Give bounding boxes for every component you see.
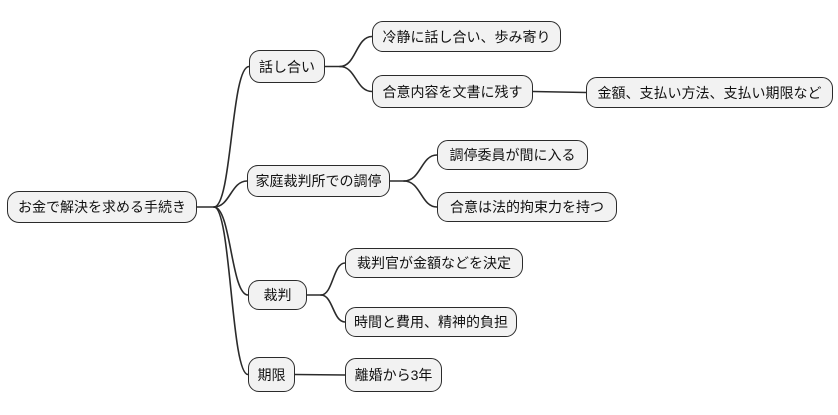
edge-bunsho-to-kingaku [532,90,587,94]
edge-root-to-hanashiai [213,65,250,208]
edge-saiban-to-saibankan [320,262,346,296]
node-three-years-from-divorce: 離婚から3年 [345,358,442,392]
node-amount-payment-terms: 金額、支払い方法、支払い期限など [586,77,833,108]
edge-hanashiai-to-reisei [339,35,373,68]
node-written-agreement: 合意内容を文書に残す [372,75,533,108]
node-time-cost-mental-burden: 時間と費用、精神的負担 [345,307,517,337]
edge-root-to-saiban [213,206,249,296]
edge-chotei-to-choteiiin [403,154,438,182]
node-mediation-committee: 調停委員が間に入る [437,140,588,170]
edge-kigen-to-rikon [294,373,346,376]
edge-root-to-chotei [213,180,248,208]
node-family-court-mediation: 家庭裁判所での調停 [247,165,390,197]
edge-chotei-to-gouihouteki [403,180,438,208]
node-deadline: 期限 [248,357,295,392]
node-judge-decides-amount: 裁判官が金額などを決定 [345,248,523,278]
edge-root-to-kigen [213,206,249,376]
node-root: お金で解決を求める手続き [7,191,197,223]
edge-hanashiai-to-bunsho [339,65,373,93]
node-trial: 裁判 [248,280,307,310]
node-calm-discussion: 冷静に話し合い、歩み寄り [372,21,561,52]
node-discussion: 話し合い [249,50,325,83]
edge-saiban-to-jikan [320,294,346,323]
node-legally-binding-agreement: 合意は法的拘束力を持つ [437,192,617,222]
